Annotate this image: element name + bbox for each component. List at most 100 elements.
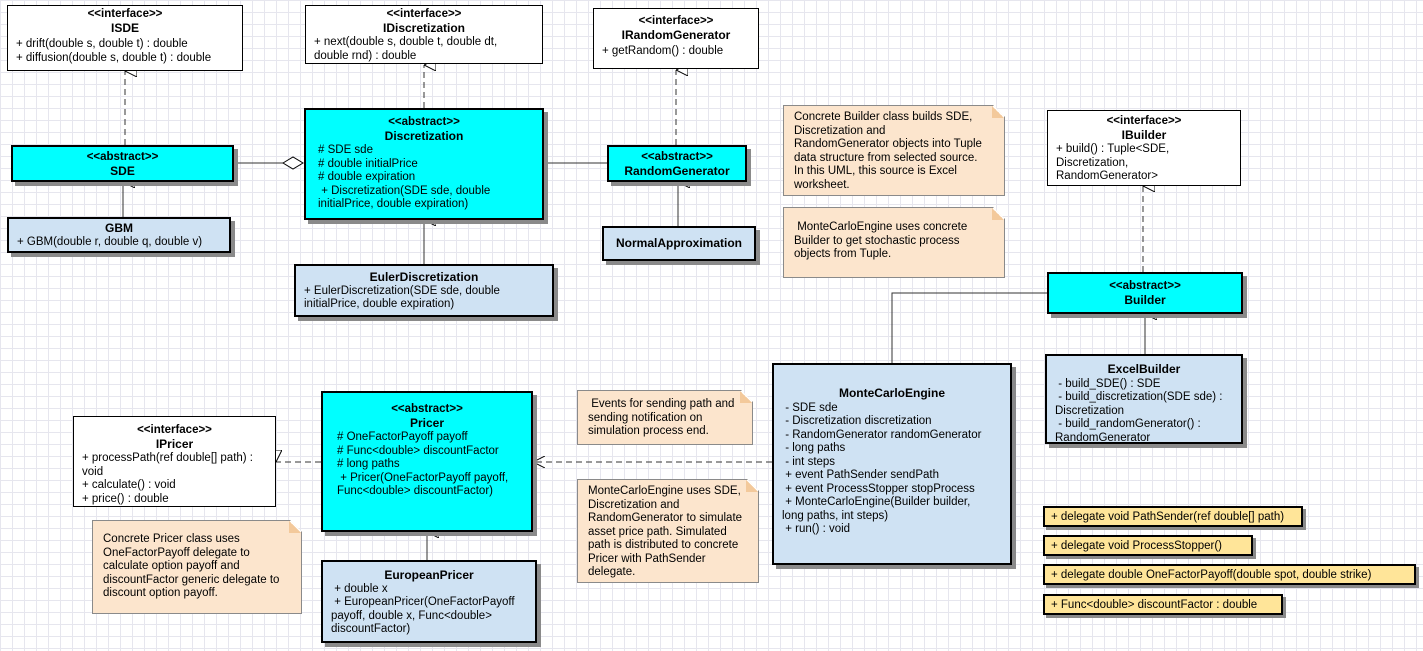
member: + double x — [331, 582, 388, 595]
member: Func<double> discountFactor) — [337, 485, 493, 497]
member: initialPrice, double expiration) — [318, 198, 469, 210]
pricer-abstract-class[interactable]: <<abstract>> Pricer # OneFactorPayoff pa… — [321, 391, 533, 532]
note-line: RandomGenerator objects into Tuple — [794, 138, 982, 150]
class-name: RandomGenerator — [624, 163, 730, 178]
processstopper-delegate[interactable]: + delegate void ProcessStopper() — [1043, 535, 1253, 556]
normalapproximation-class[interactable]: NormalApproximation — [602, 226, 756, 261]
member: discountFactor) — [331, 623, 411, 635]
member-list: - build_SDE() : SDE - build_discretizati… — [1055, 378, 1233, 446]
member: + drift(double s, double t) : double — [16, 38, 188, 50]
note-line: OneFactorPayoff delegate to — [103, 546, 250, 559]
note-line: simulation process end. — [588, 425, 709, 437]
engine-builder-note[interactable]: MonteCarloEngine uses concrete Builder t… — [783, 207, 1005, 278]
note-line: discountFactor generic delegate to — [103, 573, 280, 586]
note-line: RandomGenerator to simulate — [588, 512, 743, 524]
member-list: + EulerDiscretization(SDE sde, double in… — [304, 285, 544, 312]
note-line: path is distributed to concrete — [588, 539, 739, 551]
member: Discretization, — [1056, 156, 1129, 169]
class-name: MonteCarloEngine — [838, 386, 945, 400]
europeanpricer-class[interactable]: EuropeanPricer + double x + EuropeanPric… — [321, 560, 537, 643]
builder-note[interactable]: Concrete Builder class builds SDE, Discr… — [783, 105, 1005, 196]
member: void — [82, 465, 104, 478]
class-name: Discretization — [384, 128, 464, 143]
member: + calculate() : void — [82, 479, 176, 491]
member-list: + getRandom() : double — [602, 45, 750, 59]
note-line: Discretization and — [588, 498, 680, 511]
sde-abstract-class[interactable]: <<abstract>> SDE — [11, 145, 234, 182]
member-list: - SDE sde - Discretization discretizatio… — [782, 402, 1002, 537]
stereotype-label: <<abstract>> — [391, 403, 463, 415]
discretization-abstract-class[interactable]: <<abstract>> Discretization # SDE sde # … — [304, 108, 544, 220]
member: # SDE sde — [318, 144, 373, 156]
irandomgenerator-interface[interactable]: <<interface>> IRandomGenerator + getRand… — [593, 8, 759, 69]
member: - int steps — [782, 455, 836, 468]
member: RandomGenerator — [1055, 431, 1151, 444]
member-list: # OneFactorPayoff payoff # Func<double> … — [331, 431, 523, 499]
pathsender-delegate[interactable]: + delegate void PathSender(ref double[] … — [1043, 506, 1303, 527]
member: Discretization — [1055, 404, 1125, 417]
member-list: + build() : Tuple<SDE, Discretization, R… — [1056, 143, 1232, 184]
eulerdiscretization-class[interactable]: EulerDiscretization + EulerDiscretizatio… — [294, 264, 554, 317]
class-name: NormalApproximation — [615, 236, 742, 250]
member: # double expiration — [318, 171, 416, 183]
simulation-note[interactable]: MonteCarloEngine uses SDE, Discretizatio… — [577, 479, 759, 583]
note-line: worksheet. — [794, 178, 850, 191]
class-name: IBuilder — [1121, 127, 1167, 142]
note-line: delegate. — [588, 566, 636, 578]
member: - build_randomGenerator() : — [1055, 418, 1201, 430]
member: + MonteCarloEngine(Builder builder, — [782, 496, 971, 508]
member: long paths, int steps) — [782, 509, 889, 522]
class-name: ExcelBuilder — [1107, 362, 1181, 376]
builder-abstract-class[interactable]: <<abstract>> Builder — [1047, 272, 1243, 314]
randomgenerator-abstract-class[interactable]: <<abstract>> RandomGenerator — [607, 145, 747, 182]
class-name: IPricer — [155, 436, 194, 451]
excelbuilder-class[interactable]: ExcelBuilder - build_SDE() : SDE - build… — [1045, 354, 1243, 444]
member: + run() : void — [782, 523, 851, 535]
member: - SDE sde — [782, 401, 838, 414]
isde-interface[interactable]: <<interface>> ISDE + drift(double s, dou… — [7, 5, 243, 71]
class-name: EuropeanPricer — [384, 568, 474, 582]
note-line: objects from Tuple. — [794, 248, 892, 260]
member-list: + next(double s, double t, double dt, do… — [314, 36, 534, 63]
stereotype-label: <<interface>> — [137, 424, 212, 436]
stereotype-label: <<interface>> — [87, 8, 163, 20]
onefactorpayoff-delegate[interactable]: + delegate double OneFactorPayoff(double… — [1043, 564, 1416, 585]
note-line: Pricer with PathSender — [588, 552, 706, 565]
events-note[interactable]: Events for sending path and sending noti… — [577, 390, 753, 445]
member: - RandomGenerator randomGenerator — [782, 428, 982, 441]
member-list: + double x + EuropeanPricer(OneFactorPay… — [331, 583, 527, 637]
member: # double initialPrice — [318, 157, 418, 170]
stereotype-label: <<abstract>> — [388, 116, 460, 128]
montecarloengine-class[interactable]: MonteCarloEngine - SDE sde - Discretizat… — [772, 363, 1012, 565]
stereotype-label: <<abstract>> — [1109, 280, 1181, 292]
member: - build_SDE() : SDE — [1055, 377, 1161, 390]
ipricer-interface[interactable]: <<interface>> IPricer + processPath(ref … — [73, 416, 276, 507]
class-name: EulerDiscretization — [369, 270, 479, 284]
note-line: sending notification on — [588, 411, 703, 424]
note-line: calculate option payoff and — [103, 560, 240, 572]
member: - Discretization discretization — [782, 415, 932, 427]
note-line: Builder to get stochastic process — [794, 234, 960, 247]
note-line: MonteCarloEngine uses SDE, — [588, 485, 741, 497]
aggregation-diamond — [282, 156, 304, 170]
ibuilder-interface[interactable]: <<interface>> IBuilder + build() : Tuple… — [1047, 110, 1241, 186]
note-line: discount option payoff. — [103, 587, 218, 599]
gbm-class[interactable]: GBM + GBM(double r, double q, double v) — [7, 217, 231, 253]
member: RandomGenerator> — [1056, 170, 1158, 182]
class-name: IRandomGenerator — [621, 27, 731, 42]
class-name: IDiscretization — [382, 20, 466, 35]
stereotype-label: <<interface>> — [386, 8, 462, 20]
member: payoff, double x, Func<double> — [331, 609, 492, 622]
pricer-note[interactable]: Concrete Pricer class uses OneFactorPayo… — [92, 520, 302, 614]
member: + price() : double — [82, 492, 169, 505]
member-list: + drift(double s, double t) : double + d… — [16, 38, 234, 65]
idiscretization-interface[interactable]: <<interface>> IDiscretization + next(dou… — [305, 5, 543, 64]
member: + diffusion(double s, double t) : double — [16, 51, 212, 64]
member: # long paths — [337, 458, 400, 470]
note-line: Concrete Builder class builds SDE, — [794, 111, 973, 123]
discountfactor-delegate[interactable]: + Func<double> discountFactor : double — [1043, 594, 1283, 615]
stereotype-label: <<abstract>> — [86, 151, 159, 163]
member: + EuropeanPricer(OneFactorPayoff — [331, 596, 515, 608]
class-name: ISDE — [110, 20, 139, 35]
member-list: + GBM(double r, double q, double v) — [17, 236, 221, 250]
